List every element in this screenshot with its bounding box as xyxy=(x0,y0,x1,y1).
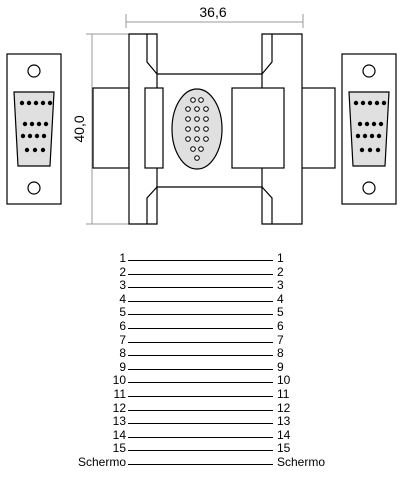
pin-label-left: 11 xyxy=(113,387,126,401)
pin-wire xyxy=(128,382,273,384)
pin-wire xyxy=(128,368,273,370)
adapter-pin-holes xyxy=(185,97,209,161)
pin-label-left: 1 xyxy=(119,251,126,265)
pin-label-right: 13 xyxy=(277,414,291,429)
pin-label-right: 15 xyxy=(277,441,291,456)
pin-label-left: 9 xyxy=(119,359,126,374)
adapter-body xyxy=(92,33,336,225)
pin-wire xyxy=(128,314,273,316)
pin-label-right: 5 xyxy=(277,305,284,320)
pin-label-left: 13 xyxy=(112,414,126,429)
pin-label-left: 12 xyxy=(112,400,126,415)
pin-label-right: 4 xyxy=(277,291,284,306)
pin-label-left: 7 xyxy=(119,332,126,347)
adapter-technical-drawing: 36,6 40,0 xyxy=(6,4,397,225)
right-pin-array xyxy=(353,100,387,153)
pin-label-right: 14 xyxy=(277,427,291,442)
pin-label-right: 10 xyxy=(277,373,291,388)
pin-label-left: 3 xyxy=(119,278,126,293)
pin-label-left: 6 xyxy=(119,319,126,333)
pin-wire xyxy=(128,300,273,302)
pin-wire xyxy=(128,260,273,261)
pin-wire xyxy=(128,328,273,329)
pin-wire xyxy=(128,355,273,357)
height-dimension-label: 40,0 xyxy=(71,115,87,142)
right-db15-connector xyxy=(341,53,397,205)
pin-label-left: 14 xyxy=(112,427,126,442)
pin-wire xyxy=(128,464,273,465)
pin-label-right: 9 xyxy=(277,359,284,374)
pin-label-left: Schermo xyxy=(77,455,126,469)
pin-label-right: 6 xyxy=(277,319,284,333)
pin-label-right: 12 xyxy=(277,400,291,415)
width-dimension-label: 36,6 xyxy=(199,4,226,20)
pin-label-right: 11 xyxy=(277,387,290,401)
pin-wire xyxy=(128,273,273,275)
pin-label-left: 8 xyxy=(119,346,126,361)
pin-wire xyxy=(128,409,273,411)
dimension-lines xyxy=(86,14,304,225)
pin-label-right: Schermo xyxy=(277,455,326,469)
pin-label-left: 15 xyxy=(112,441,126,456)
left-db15-connector xyxy=(6,53,62,205)
pin-label-left: 2 xyxy=(119,264,126,279)
pin-wire xyxy=(128,436,273,438)
left-pin-array xyxy=(19,100,53,153)
pin-wire xyxy=(128,396,273,397)
pin-wire xyxy=(128,287,273,289)
pin-label-right: 3 xyxy=(277,278,284,293)
pin-wire xyxy=(128,423,273,425)
pin-label-right: 7 xyxy=(277,332,284,347)
pin-label-left: 10 xyxy=(112,373,126,388)
pin-label-right: 2 xyxy=(277,264,284,279)
pin-label-right: 1 xyxy=(277,251,284,265)
pin-wire xyxy=(128,341,273,343)
pin-wire xyxy=(128,450,273,452)
pin-label-right: 8 xyxy=(277,346,284,361)
pin-label-left: 5 xyxy=(119,305,126,320)
pin-label-left: 4 xyxy=(119,291,126,306)
